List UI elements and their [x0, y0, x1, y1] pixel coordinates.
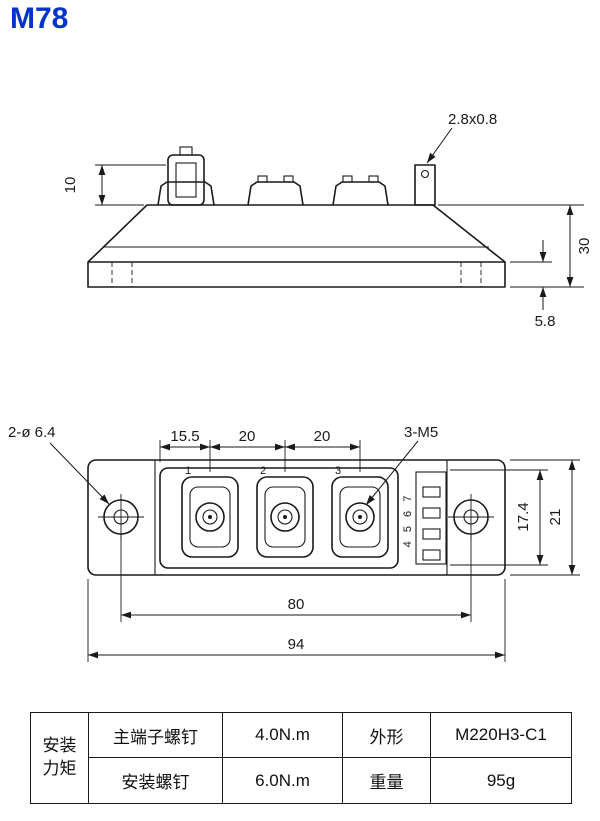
- dim-terminal-pitch: 15.5 20 20: [159, 428, 361, 472]
- side-view: 2.8x0.8 10 30 5.8: [62, 111, 593, 330]
- dim-terminal-screws: 3-M5: [404, 424, 438, 441]
- table-cell-outline-value: M220H3-C1: [431, 713, 571, 758]
- mounting-hole-left: [98, 494, 144, 540]
- page-title: M78: [10, 2, 69, 35]
- dim-body-height-top-view: 21: [510, 459, 580, 576]
- table-row-header: 安装 力矩: [31, 713, 89, 803]
- dim-body-height: 30: [438, 204, 593, 288]
- table-cell-mounting-screw-torque: 6.0N.m: [223, 758, 343, 803]
- terminal-bump-1: [157, 146, 215, 206]
- row-header-line2: 力矩: [42, 759, 77, 778]
- svg-text:20: 20: [314, 428, 331, 445]
- table-cell-outline-label: 外形: [343, 713, 431, 758]
- table-cell-weight-label: 重量: [343, 758, 431, 803]
- terminal-plateau: [159, 467, 399, 569]
- terminal-bump-3: [332, 175, 389, 206]
- terminal-number-3: 3: [335, 465, 341, 477]
- leader-faston-tab: [426, 127, 453, 164]
- leader-mounting-holes: [49, 442, 110, 505]
- terminal-block-1: 1: [181, 465, 239, 558]
- faston-tab: [414, 164, 436, 206]
- dim-mounting-holes: 2-ø 6.4: [8, 424, 56, 441]
- terminal-number-2: 2: [260, 465, 266, 477]
- terminal-number-1: 1: [185, 465, 191, 477]
- housing-profile: [87, 204, 506, 263]
- svg-text:94: 94: [288, 636, 305, 653]
- terminal-bump-2: [247, 175, 304, 206]
- dim-baseplate-thickness: 5.8: [510, 240, 555, 330]
- table-cell-main-terminal-torque: 4.0N.m: [223, 713, 343, 758]
- mounting-hole-right: [448, 494, 494, 540]
- table-cell-mounting-screw-label: 安装螺钉: [89, 758, 223, 803]
- svg-text:30: 30: [576, 238, 593, 255]
- terminal-block-2: 2: [256, 465, 314, 558]
- svg-text:15.5: 15.5: [170, 428, 199, 445]
- dim-faston-tab: 2.8x0.8: [448, 111, 497, 128]
- body-outline: [87, 459, 506, 576]
- svg-text:5.8: 5.8: [535, 313, 556, 330]
- svg-text:10: 10: [62, 177, 79, 194]
- row-header-line1: 安装: [42, 736, 77, 756]
- svg-text:20: 20: [239, 428, 256, 445]
- table-cell-weight-value: 95g: [486, 770, 516, 790]
- spec-table: 安装 力矩 主端子螺钉 4.0N.m 外形 M220H3-C1 安装螺钉 6.0…: [30, 712, 572, 804]
- baseplate: [87, 261, 506, 288]
- dim-terminal-height: 10: [62, 164, 166, 206]
- pin-numbers: 4 5 6 7: [402, 493, 414, 548]
- svg-text:17.4: 17.4: [515, 502, 532, 531]
- dim-overall-length: 94: [87, 579, 506, 662]
- dim-inner-height: 17.4: [450, 469, 548, 566]
- technical-drawing: 2.8x0.8 10 30 5.8: [8, 111, 593, 662]
- aux-pins: 4 5 6 7: [402, 471, 447, 565]
- dim-hole-spacing: 80: [120, 534, 472, 622]
- leader-terminal-screws: [365, 440, 419, 506]
- terminal-block-3: 3: [331, 465, 389, 558]
- svg-text:21: 21: [547, 509, 564, 526]
- top-view: 1 2 3 4 5 6 7 2-: [8, 424, 580, 662]
- svg-text:80: 80: [288, 596, 305, 613]
- table-cell-main-terminal-label: 主端子螺钉: [89, 713, 223, 758]
